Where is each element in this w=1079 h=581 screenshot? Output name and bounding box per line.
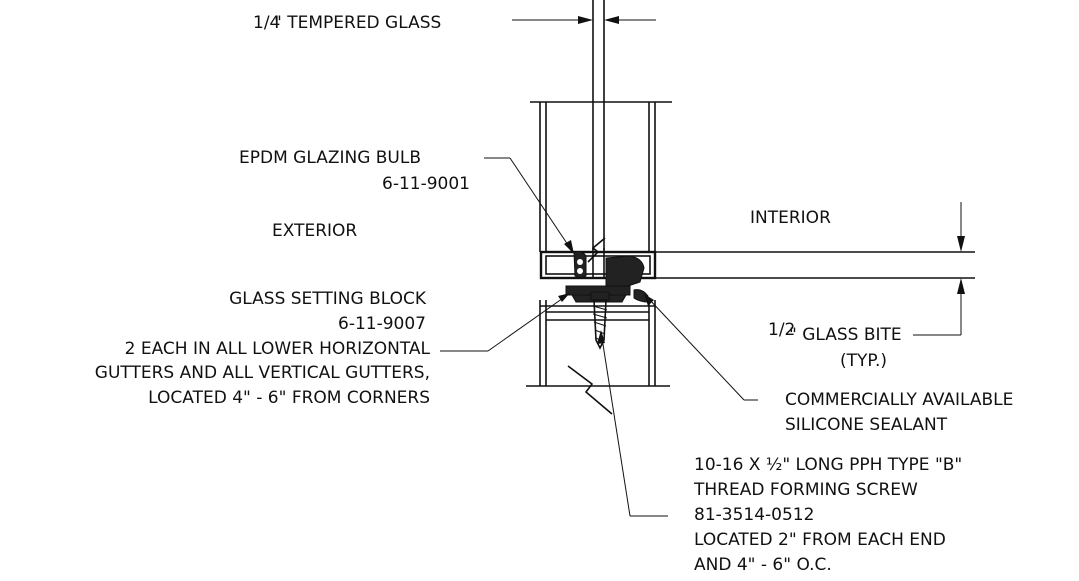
screw-line-4: LOCATED 2" FROM EACH END: [694, 530, 946, 550]
sealant-line-1: COMMERCIALLY AVAILABLE: [785, 390, 1013, 410]
glass-bite-typ: (TYP.): [840, 351, 887, 371]
screw-line-2: THREAD FORMING SCREW: [693, 480, 918, 500]
screw-line-3: 81-3514-0512: [694, 505, 814, 525]
glazing-bulb-label: EPDM GLAZING BULB 6-11-9001: [239, 148, 470, 194]
sealant-label: COMMERCIALLY AVAILABLE SILICONE SEALANT: [785, 390, 1013, 435]
setting-block-line-1: GLASS SETTING BLOCK: [229, 289, 427, 309]
exterior-label: EXTERIOR: [272, 221, 357, 241]
tempered-glass-text: " TEMPERED GLASS: [274, 13, 441, 33]
screw-label: 10-16 X ½" LONG PPH TYPE "B" THREAD FORM…: [693, 455, 962, 575]
setting-block-label: GLASS SETTING BLOCK 6-11-9007 2 EACH IN …: [95, 289, 431, 408]
screw-line-1: 10-16 X ½" LONG PPH TYPE "B": [694, 455, 962, 475]
setting-block-line-2: 6-11-9007: [338, 314, 426, 334]
tempered-glass-lite: [587, 0, 606, 278]
interior-gasket: [605, 255, 645, 289]
tempered-glass-label: 1/4 " TEMPERED GLASS: [253, 13, 441, 33]
setting-block-line-3: 2 EACH IN ALL LOWER HORIZONTAL: [125, 339, 431, 359]
leaders: [440, 16, 965, 517]
frame-lower: [526, 300, 670, 415]
sill-pocket: [539, 250, 975, 280]
glass-bite-fraction: 1/2: [768, 320, 795, 340]
glass-bite-label: 1/2 " GLASS BITE (TYP.): [768, 320, 902, 371]
interior-label: INTERIOR: [750, 208, 831, 228]
glazing-bulb-shape: [573, 251, 587, 278]
screw-line-5: AND 4" - 6" O.C.: [694, 555, 832, 575]
tempered-glass-fraction: 1/4: [253, 13, 280, 33]
setting-block-line-4: GUTTERS AND ALL VERTICAL GUTTERS,: [95, 363, 430, 383]
sealant-line-2: SILICONE SEALANT: [785, 415, 948, 435]
setting-block-line-5: LOCATED 4" - 6" FROM CORNERS: [148, 388, 430, 408]
frame-upper: [530, 101, 672, 252]
thread-forming-screw: [590, 291, 610, 350]
glass-bite-text: " GLASS BITE: [789, 325, 902, 345]
glazing-bulb-line-2: 6-11-9001: [382, 174, 470, 194]
glazing-bulb-line-1: EPDM GLAZING BULB: [239, 148, 421, 168]
